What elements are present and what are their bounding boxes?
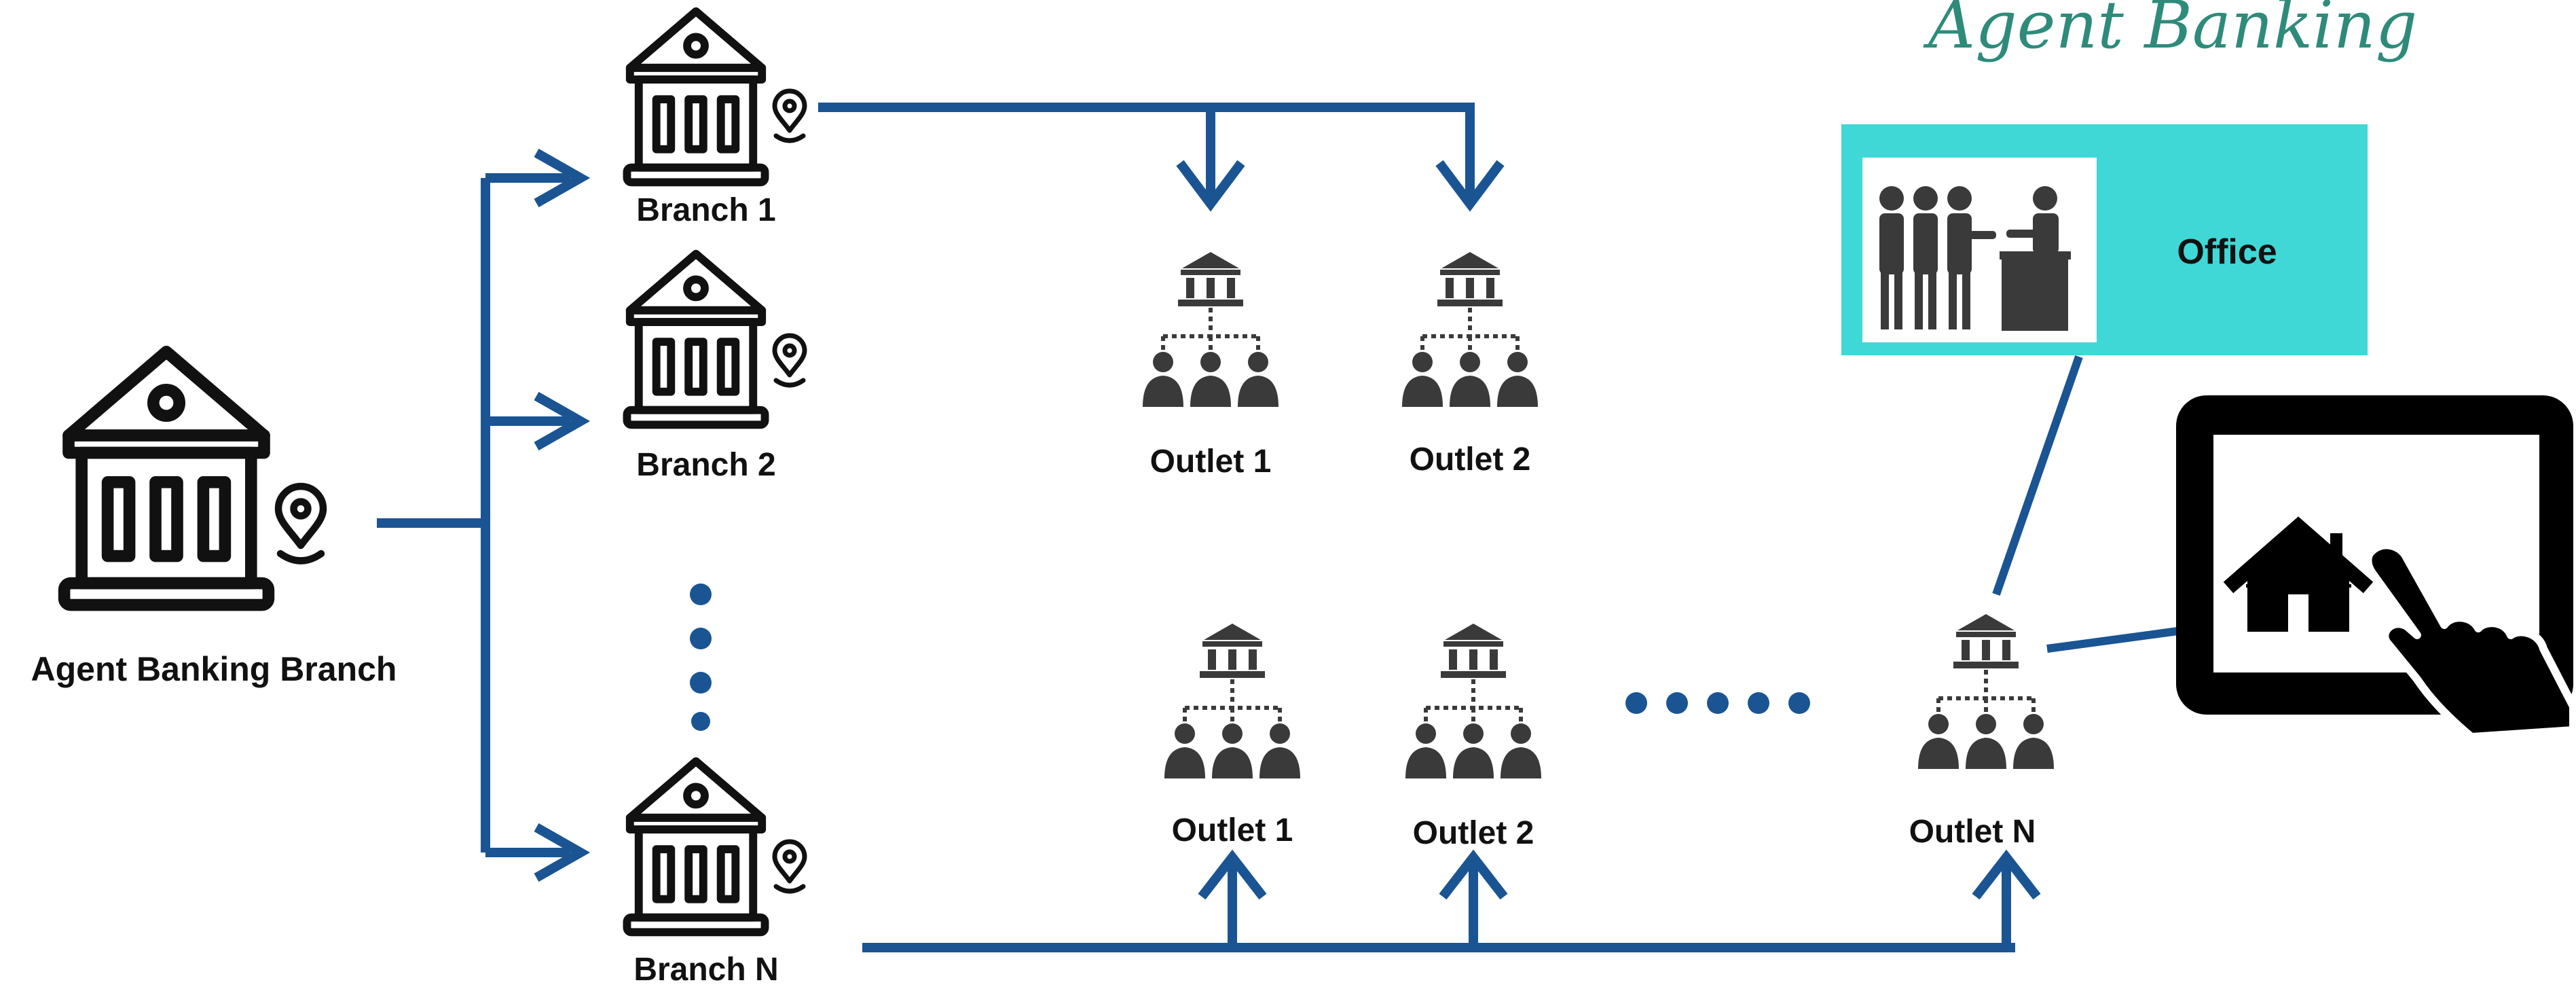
branch-label: Branch 2 [636,447,775,483]
flow-lines [377,103,2184,952]
office-box: Office [1841,124,2368,355]
outlet-ellipsis [1625,692,1810,714]
bank-icon [65,352,269,605]
outlet-label: Outlet N [1909,814,2036,850]
branch-node: Branch 1 [627,12,805,228]
outlet-network-icon [1405,624,1541,778]
diagram-title: Agent Banking [1923,0,2417,63]
outlet-label: Outlet 2 [1410,442,1531,478]
branch-node: Branch N [627,761,805,987]
tablet-touch-icon [2176,395,2576,741]
location-pin-icon [278,486,323,561]
location-pin-icon [775,91,805,141]
outlet-node: Outlet 1 [1164,624,1300,848]
root-label: Agent Banking Branch [31,650,397,688]
branch-label: Branch N [633,952,778,987]
outlet-label: Outlet 1 [1172,812,1293,848]
office-people-icon [1879,186,2071,331]
bank-icon [627,12,765,183]
outlet-node: Outlet 1 [1143,252,1278,480]
outlet-network-icon [1143,252,1278,407]
location-pin-icon [775,842,805,891]
bank-icon [627,254,765,425]
outlet-node: Outlet 2 [1405,624,1541,851]
outlet-network-icon [1918,614,2054,769]
outlet-label: Outlet 1 [1150,444,1272,480]
root-node: Agent Banking Branch [31,352,397,688]
home-icon [2223,516,2374,632]
arrowheads [534,148,2041,900]
office-label: Office [2177,232,2277,272]
pointing-hand-icon [2363,541,2576,741]
branch-ellipsis [690,584,712,731]
outlet-network-icon [1164,624,1300,778]
location-pin-icon [775,336,805,385]
branch-node: Branch 2 [627,254,805,483]
branch-label: Branch 1 [636,192,775,228]
outlet-network-icon [1402,252,1538,407]
outlet-node: Outlet N [1909,614,2054,850]
outlet-label: Outlet 2 [1413,815,1534,851]
bank-icon [627,761,765,933]
outlet-node: Outlet 2 [1402,252,1538,478]
